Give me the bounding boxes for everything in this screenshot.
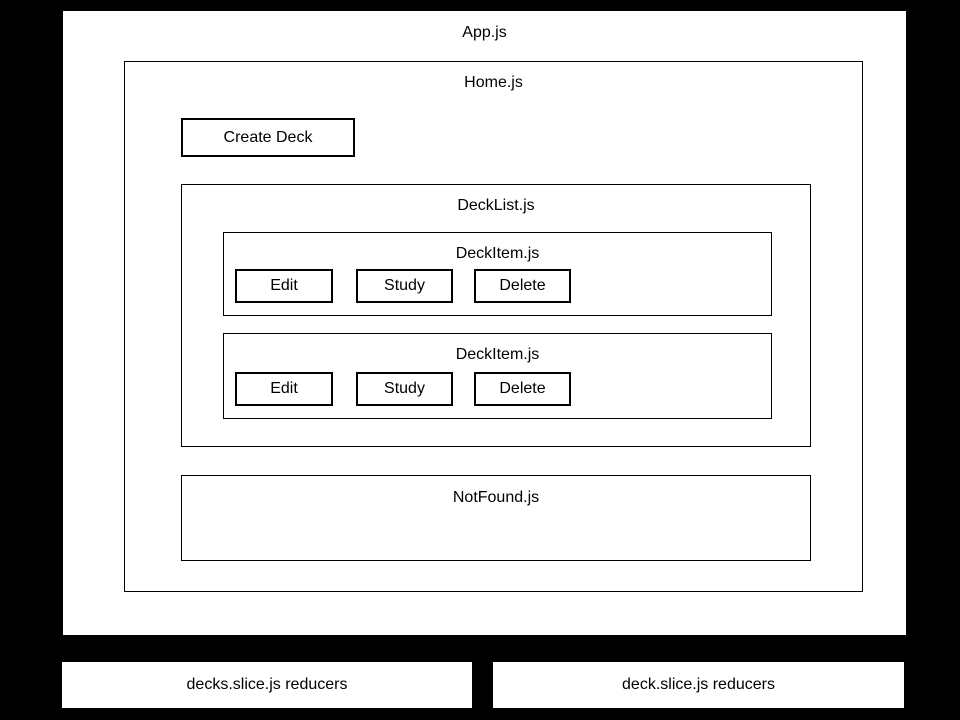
deckitem-component-title: DeckItem.js [455,245,540,262]
deckitem-component-box: DeckItem.js Edit Study Delete [223,333,772,419]
decks-slice-reducers-box: decks.slice.js reducers [62,662,472,708]
edit-button: Edit [235,372,333,406]
decklist-component-title: DeckList.js [457,197,535,214]
deckitem-component-box: DeckItem.js Edit Study Delete [223,232,772,316]
notfound-component-box: NotFound.js [181,475,811,561]
create-deck-button: Create Deck [181,118,355,157]
study-button: Study [356,269,453,303]
home-component-title: Home.js [464,74,523,91]
decklist-component-box: DeckList.js DeckItem.js Edit Study Delet… [181,184,811,447]
home-component-box: Home.js Create Deck DeckList.js DeckItem… [124,61,863,592]
deckitem-component-title: DeckItem.js [455,346,540,363]
app-component-box: App.js Home.js Create Deck DeckList.js D… [62,10,907,636]
edit-button: Edit [235,269,333,303]
notfound-component-title: NotFound.js [452,489,540,506]
delete-button: Delete [474,372,571,406]
study-button: Study [356,372,453,406]
app-component-title: App.js [462,24,507,41]
deck-slice-reducers-box: deck.slice.js reducers [493,662,904,708]
delete-button: Delete [474,269,571,303]
